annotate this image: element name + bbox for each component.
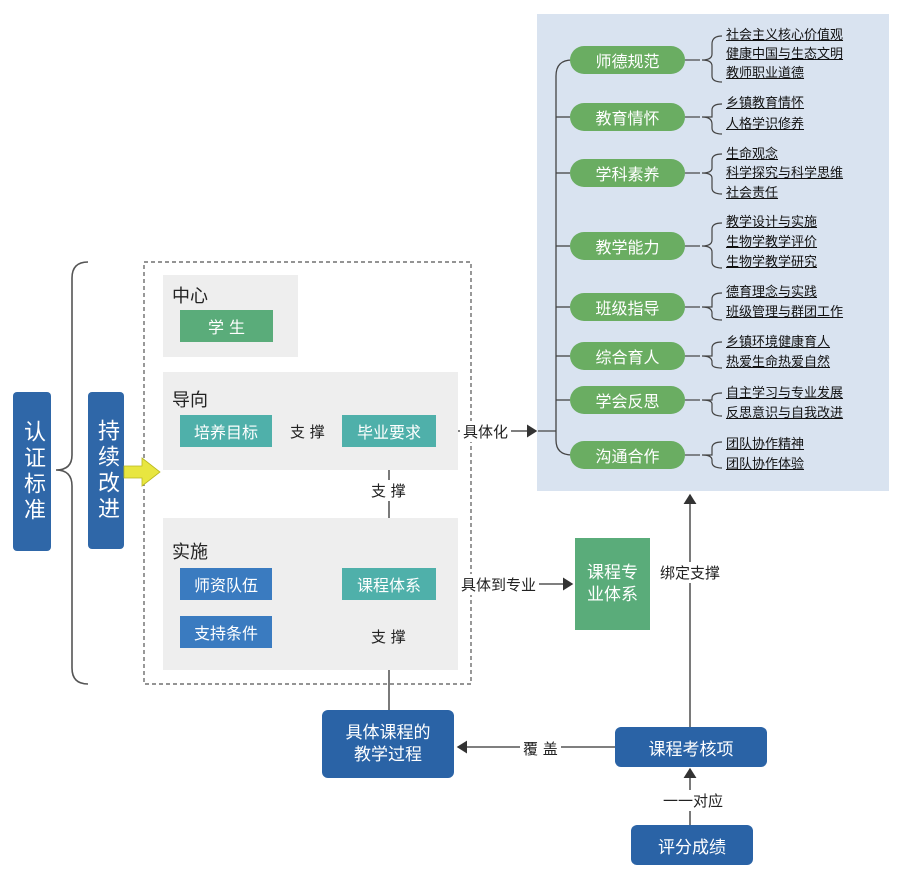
sub-item: 生物学教学研究 <box>726 255 818 270</box>
req-pill-ethics: 师德规范 <box>570 46 685 74</box>
sub-item: 社会责任 <box>726 186 779 201</box>
req-pill-literacy: 学科素养 <box>570 159 685 187</box>
cover-label: 覆 盖 <box>520 738 561 759</box>
bind-support-label: 绑定支撑 <box>660 562 721 583</box>
implement-title: 实施 <box>172 542 208 563</box>
correspond-label: 一一对应 <box>660 790 727 811</box>
sub-item: 团队协作精神 <box>726 437 805 452</box>
sub-item: 热爱生命热爱自然 <box>726 355 831 370</box>
req-pill-class: 班级指导 <box>570 293 685 321</box>
faculty-box: 师资队伍 <box>180 568 272 600</box>
to-major-label: 具体到专业 <box>458 574 540 595</box>
concretize-label: 具体化 <box>460 421 512 442</box>
req-pill-teaching: 教学能力 <box>570 232 685 260</box>
req-pill-passion: 教育情怀 <box>570 103 685 131</box>
sub-item: 反思意识与自我改进 <box>726 406 844 421</box>
sub-item: 班级管理与群团工作 <box>726 305 844 320</box>
support-conditions-box: 支持条件 <box>180 616 272 648</box>
teaching-process-box: 具体课程的教学过程 <box>322 710 454 778</box>
sub-item: 人格学识修养 <box>726 117 805 132</box>
score-box: 评分成绩 <box>631 825 753 865</box>
major-course-system-box: 课程专业体系 <box>575 538 650 630</box>
sub-item: 教师职业道德 <box>726 66 805 81</box>
req-pill-communicate: 沟通合作 <box>570 441 685 469</box>
sub-item: 德育理念与实践 <box>726 285 818 300</box>
support-label-goal: 支 撑 <box>287 421 328 442</box>
sub-item: 自主学习与专业发展 <box>726 386 844 401</box>
sub-item: 团队协作体验 <box>726 457 805 472</box>
center-title: 中心 <box>172 286 208 307</box>
sub-item: 乡镇教育情怀 <box>726 96 805 111</box>
sub-item: 乡镇环境健康育人 <box>726 335 831 350</box>
req-pill-reflect: 学会反思 <box>570 386 685 414</box>
major-course-system-label: 课程专业体系 <box>587 563 638 605</box>
support-label-teaching: 支 撑 <box>368 626 409 647</box>
continuous-improvement-box: 持续改进 <box>88 392 124 549</box>
sub-item: 健康中国与生态文明 <box>726 47 844 62</box>
curriculum-system-box: 课程体系 <box>342 568 436 600</box>
guide-title: 导向 <box>172 390 208 411</box>
sub-item: 生命观念 <box>726 147 779 162</box>
training-goal-box: 培养目标 <box>180 415 272 447</box>
student-box: 学 生 <box>180 310 273 342</box>
support-label-curriculum: 支 撑 <box>368 480 409 501</box>
req-pill-holistic: 综合育人 <box>570 342 685 370</box>
course-assessment-box: 课程考核项 <box>615 727 767 767</box>
teaching-process-label: 具体课程的教学过程 <box>345 723 431 765</box>
sub-item: 教学设计与实施 <box>726 215 818 230</box>
sub-item: 科学探究与科学思维 <box>726 166 844 181</box>
graduation-requirements-box: 毕业要求 <box>342 415 436 447</box>
sub-item: 社会主义核心价值观 <box>726 28 844 43</box>
sub-item: 生物学教学评价 <box>726 235 818 250</box>
certification-standard-box: 认证标准 <box>13 392 51 551</box>
